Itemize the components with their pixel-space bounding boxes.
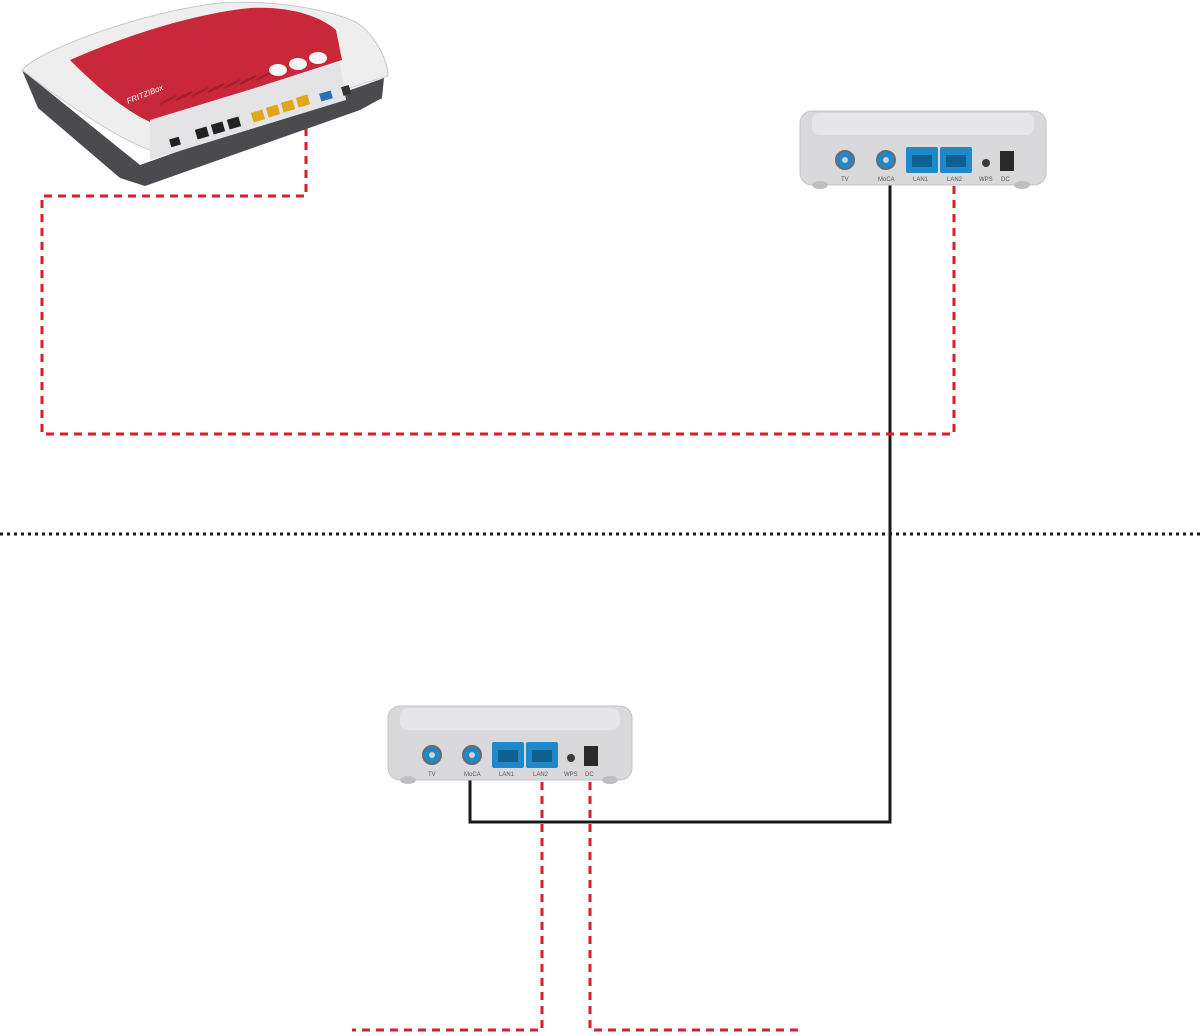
port-label-moca: MoCA [878, 177, 895, 183]
adapter-foot [1014, 181, 1030, 189]
port-label-moca: MoCA [464, 772, 481, 778]
moca-coax-port-pin [469, 752, 475, 758]
router-red-panel [70, 7, 342, 123]
port-label-dc: DC [1001, 177, 1010, 183]
moca-adapter-upper: TV MoCA LAN1 LAN2 WPS DC [799, 110, 1047, 189]
tv-coax-port-pin [842, 157, 848, 163]
adapter-top-face [812, 113, 1034, 135]
router-icon: FRITZ!Box [21, 1, 389, 186]
router-phone-port [210, 121, 226, 135]
coax-cable [468, 182, 892, 824]
ethernet-cable-lower-lan1 [352, 782, 544, 1032]
dc-power-port [584, 746, 598, 766]
ethernet-cable-router-to-adapter [40, 128, 956, 436]
moca-coax-port-pin [883, 157, 889, 163]
router-button [289, 58, 307, 70]
lan2-port-socket [532, 750, 552, 762]
router-power-port [341, 85, 352, 96]
adapter-foot [400, 776, 416, 784]
moca-adapter-lower: TV MoCA LAN1 LAN2 WPS DC [387, 705, 633, 784]
router-lan-port [295, 94, 311, 108]
port-label-lan1: LAN1 [499, 772, 515, 778]
tv-coax-port-pin [429, 752, 435, 758]
router-usb-port [319, 90, 333, 102]
port-label-lan2: LAN2 [533, 772, 549, 778]
lan1-port-socket [912, 155, 932, 167]
lan1-port-socket [498, 750, 518, 762]
router-phone-port [226, 116, 242, 130]
router-lan-port [250, 109, 266, 123]
ethernet-cable-lower-dc [588, 782, 800, 1032]
port-label-wps: WPS [979, 177, 993, 183]
port-label-lan1: LAN1 [913, 177, 929, 183]
router-button [269, 64, 287, 76]
dc-power-port [1000, 151, 1014, 171]
lan2-port-socket [946, 155, 966, 167]
router-phone-port [169, 136, 181, 148]
router-phone-port [194, 126, 210, 140]
port-label-wps: WPS [564, 772, 578, 778]
port-label-dc: DC [585, 772, 594, 778]
adapter-foot [812, 181, 828, 189]
adapter-foot [602, 776, 618, 784]
wps-button [567, 754, 575, 762]
adapter-top-face [400, 708, 620, 730]
router-button [309, 52, 327, 64]
port-label-lan2: LAN2 [947, 177, 963, 183]
port-label-tv: TV [428, 772, 436, 778]
router-lan-port [265, 104, 281, 118]
router-base [22, 70, 384, 186]
port-label-tv: TV [841, 177, 849, 183]
router-lan-port [280, 99, 296, 113]
wps-button [982, 159, 990, 167]
